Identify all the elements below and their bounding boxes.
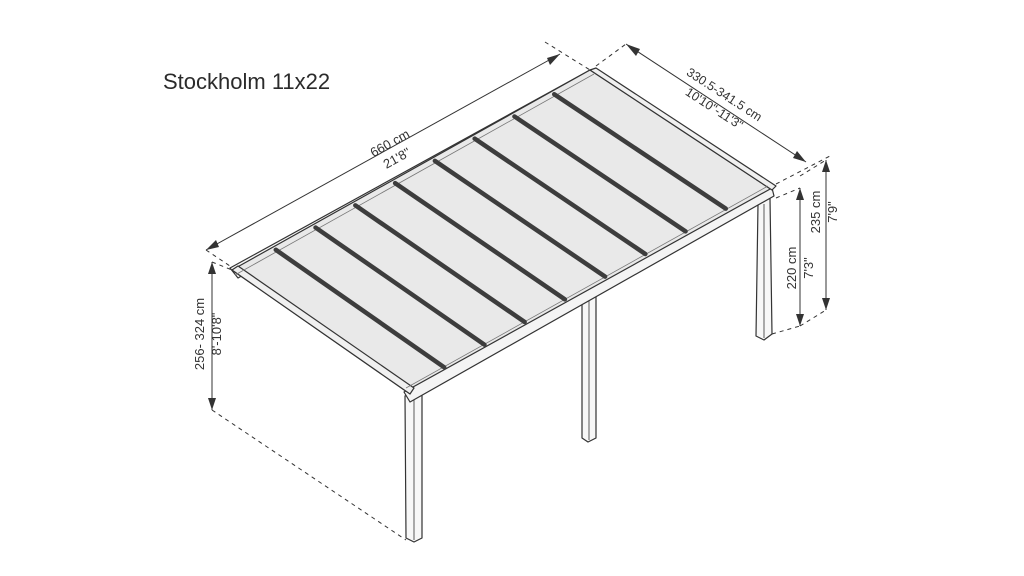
- wall-height-ft-label: 8'-10'8": [209, 312, 224, 355]
- left-side-rafter: [231, 265, 415, 395]
- roof-ribs: [273, 91, 729, 370]
- front-left-post: [404, 389, 423, 543]
- right-side-rafter: [589, 67, 777, 191]
- roof-rib: [472, 136, 648, 257]
- front-gutter-beam: [403, 187, 775, 403]
- post-height-ft-label: 7'3": [801, 257, 816, 279]
- post-height-cm-label: 220 cm: [784, 247, 799, 290]
- roof-rib: [432, 158, 608, 279]
- width-dimension-line: [625, 43, 807, 163]
- roof-rib: [512, 114, 688, 234]
- roof-rib: [273, 247, 447, 370]
- roof-rib: [392, 180, 568, 302]
- roof-rib: [313, 225, 487, 347]
- length-dimension-line: [205, 53, 561, 251]
- wall-height-cm-label: 256- 324 cm: [192, 298, 207, 370]
- diagram-title: Stockholm 11x22: [163, 69, 330, 94]
- front-height-ft-label: 7'9": [825, 201, 840, 223]
- roof-rib: [353, 203, 527, 325]
- roof-rib: [551, 91, 729, 211]
- front-height-cm-label: 235 cm: [808, 191, 823, 234]
- dimension-lines: [205, 41, 831, 541]
